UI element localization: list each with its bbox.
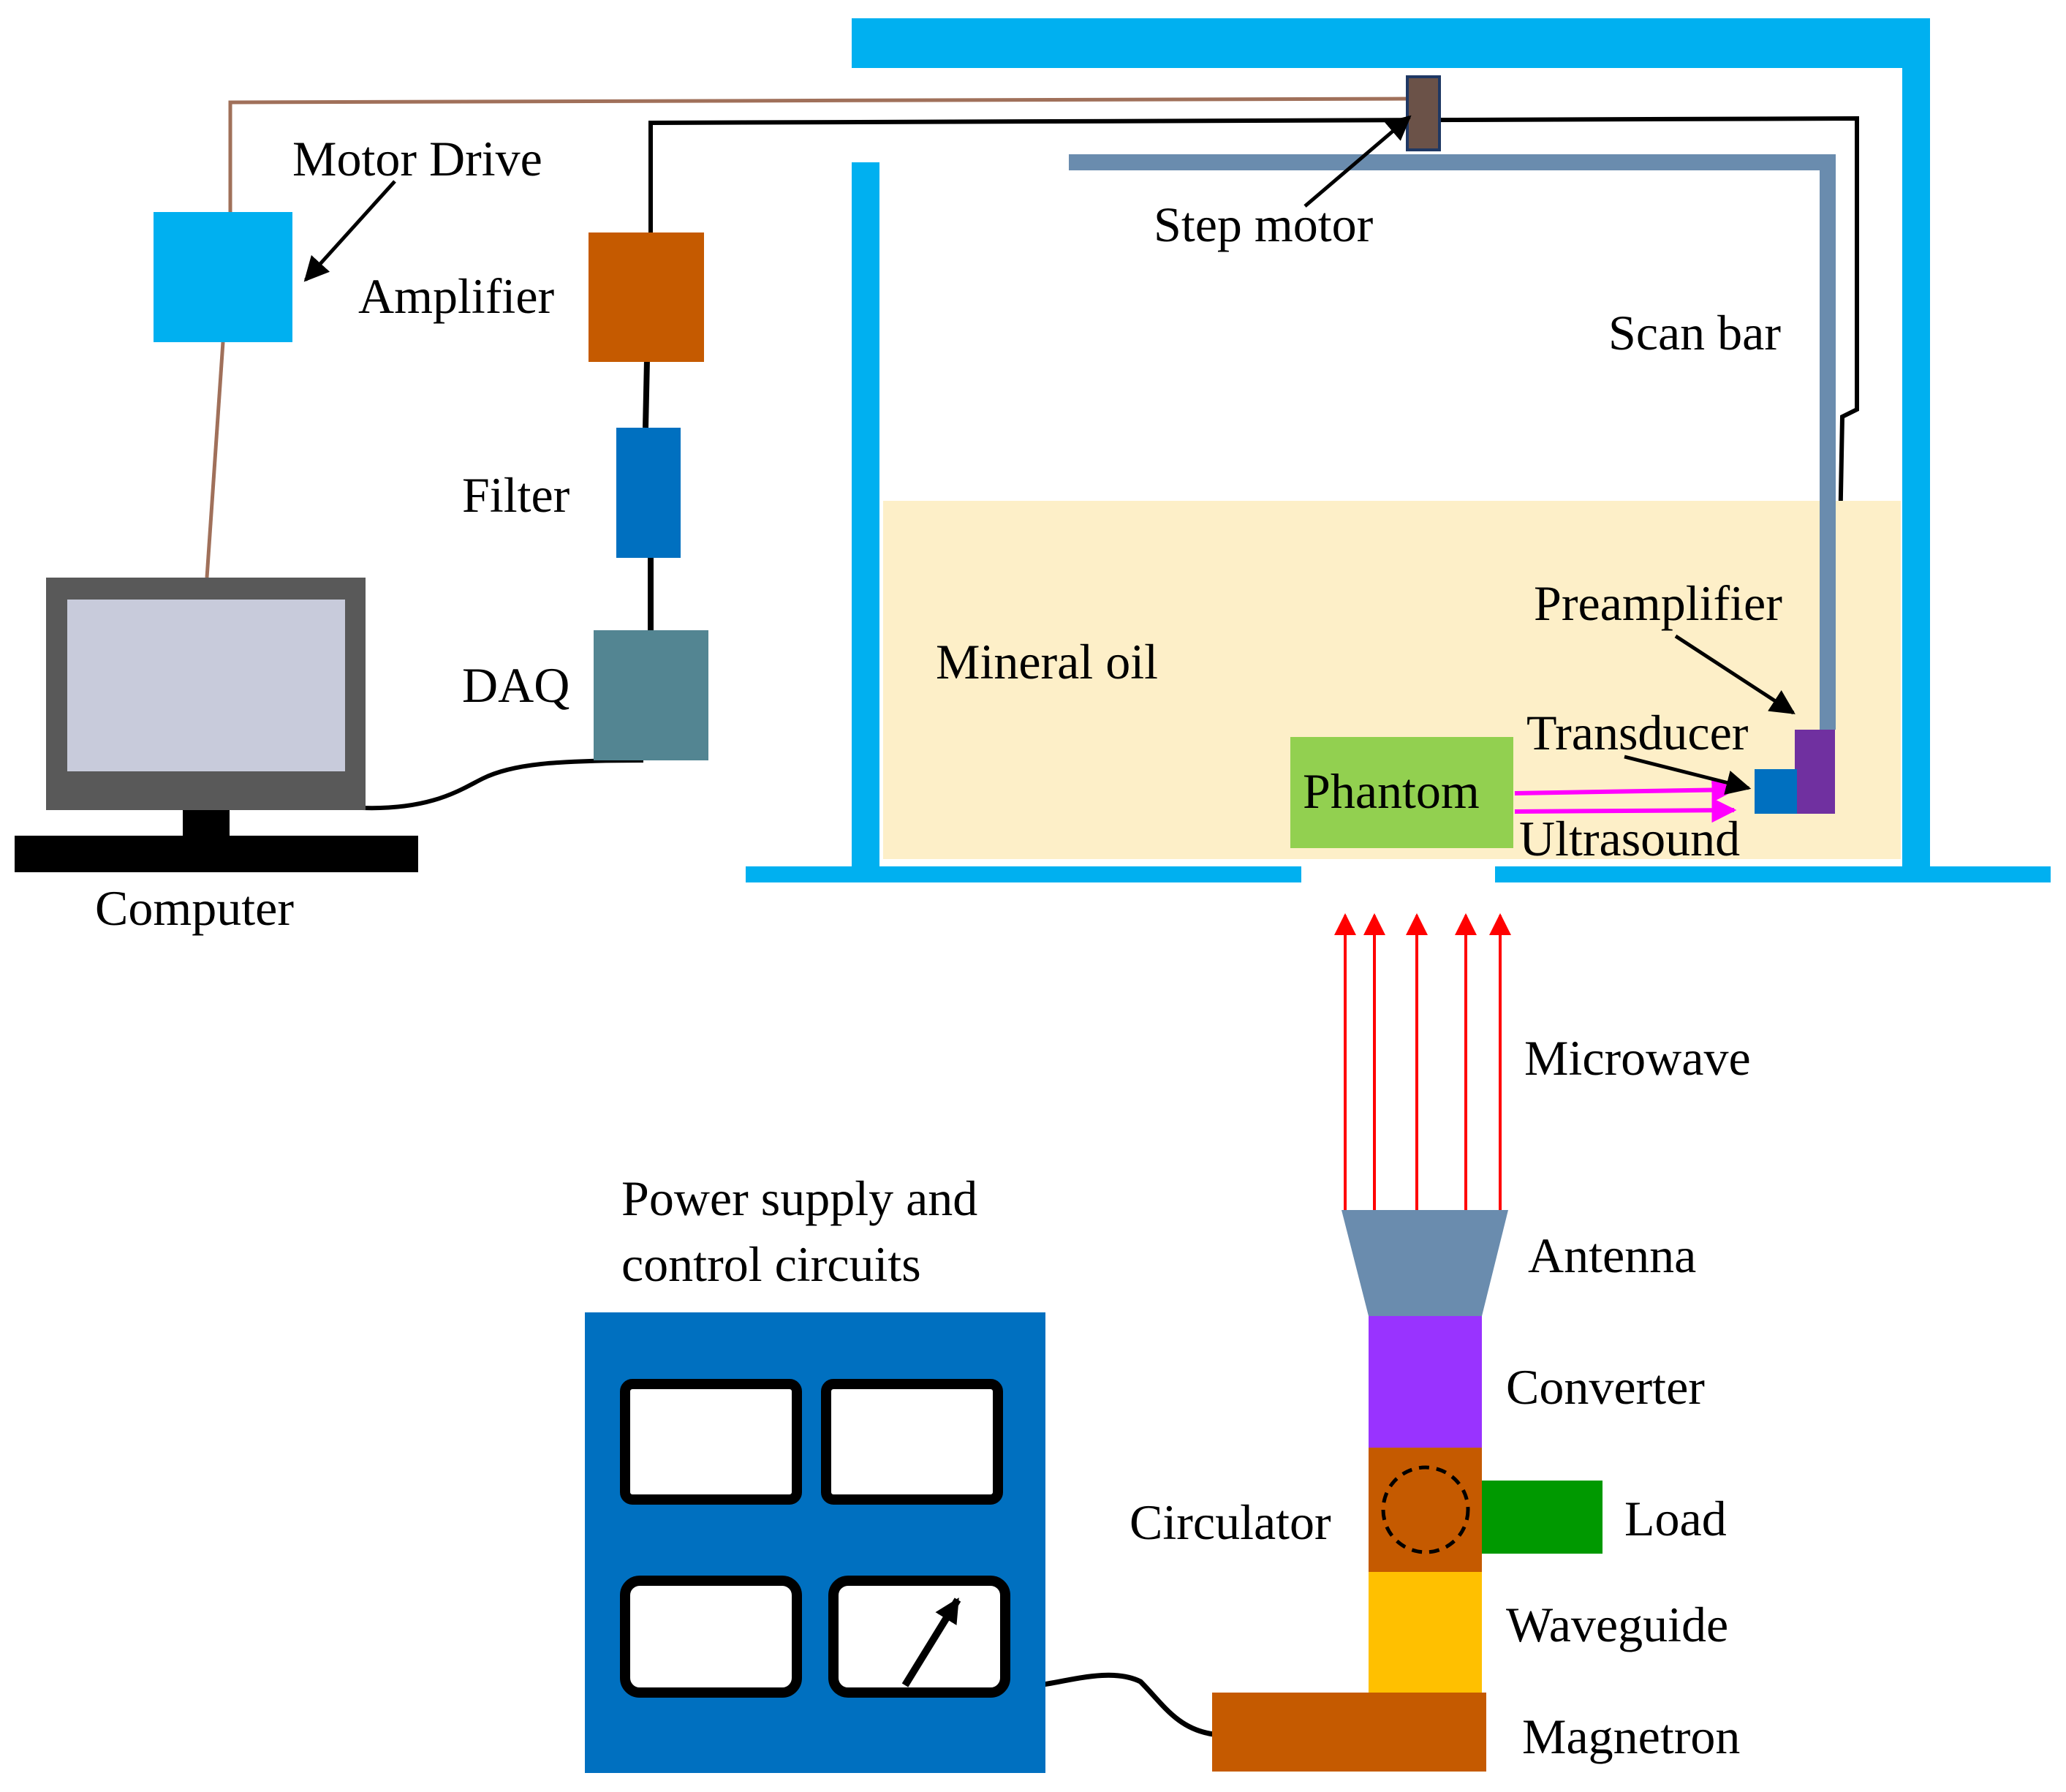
phantom-label: Phantom	[1303, 763, 1480, 819]
preamplifier-pointer-arrow	[1674, 634, 1796, 715]
computer-label: Computer	[95, 880, 294, 936]
tank-floor-right	[1495, 866, 2051, 882]
converter-block	[1369, 1316, 1482, 1448]
power-supply-label-line1: Power supply and	[621, 1171, 977, 1226]
step-motor-label: Step motor	[1154, 197, 1374, 252]
ultrasound-label: Ultrasound	[1519, 811, 1740, 866]
filter-box	[616, 428, 681, 558]
computer-to-motor-drive-wire	[205, 341, 225, 578]
scan-bar	[1069, 154, 1836, 730]
waveguide-block	[1369, 1572, 1482, 1693]
transducer-label: Transducer	[1526, 705, 1749, 760]
monitor-neck	[183, 810, 230, 836]
load-label: Load	[1624, 1491, 1727, 1546]
phantom	[1290, 737, 1513, 848]
load-block	[1482, 1481, 1603, 1554]
magnetron-block	[1212, 1693, 1486, 1772]
panel-display	[821, 1379, 1003, 1505]
dashed-circle-icon	[1381, 1465, 1470, 1554]
scan-bar-label: Scan bar	[1608, 305, 1781, 360]
tank-floor-left	[746, 866, 1301, 882]
converter-label: Converter	[1506, 1359, 1705, 1415]
power-supply-label-line2: control circuits	[621, 1236, 921, 1292]
magnetron-label: Magnetron	[1522, 1709, 1740, 1764]
filter-label: Filter	[462, 467, 570, 523]
motor-drive-pointer-arrow	[303, 180, 396, 282]
analog-meter-icon	[901, 1598, 961, 1687]
daq-box	[594, 630, 708, 760]
motor-drive-wire	[228, 97, 1412, 218]
waveguide-label: Waveguide	[1506, 1597, 1728, 1652]
step-motor-pointer-arrow	[1303, 115, 1412, 208]
transducer-pointer-arrow	[1624, 755, 1752, 795]
panel-display	[620, 1576, 802, 1698]
motor-drive-label: Motor Drive	[292, 131, 542, 186]
monitor-base	[15, 836, 418, 872]
ultrasound-wave-upper	[1514, 777, 1737, 803]
daq-to-computer-cable	[361, 758, 644, 811]
tank-outer-right-wall	[1902, 18, 1930, 877]
amplifier-label: Amplifier	[358, 268, 555, 324]
mineral-oil-label: Mineral oil	[936, 634, 1158, 689]
preamplifier-label: Preamplifier	[1534, 575, 1782, 631]
antenna-horn	[1342, 1210, 1508, 1316]
tank-outer-top-wall	[852, 18, 1930, 68]
monitor-screen	[67, 600, 345, 771]
panel-meter	[828, 1576, 1010, 1698]
control-to-magnetron-cable	[1037, 1672, 1214, 1737]
antenna-label: Antenna	[1528, 1228, 1696, 1283]
daq-label: DAQ	[462, 657, 570, 713]
amplifier-to-filter-wire	[643, 359, 650, 428]
step-motor	[1406, 75, 1441, 151]
circulator-label: Circulator	[1130, 1494, 1331, 1550]
transducer	[1755, 769, 1797, 814]
tank-inner-left-wall	[852, 162, 879, 877]
microwave-label: Microwave	[1524, 1030, 1751, 1086]
panel-display	[620, 1379, 802, 1505]
preamplifier	[1795, 730, 1835, 814]
motor-drive-box	[154, 212, 292, 342]
ultrasound-wave-lower	[1514, 798, 1737, 823]
amplifier-box	[589, 232, 704, 362]
